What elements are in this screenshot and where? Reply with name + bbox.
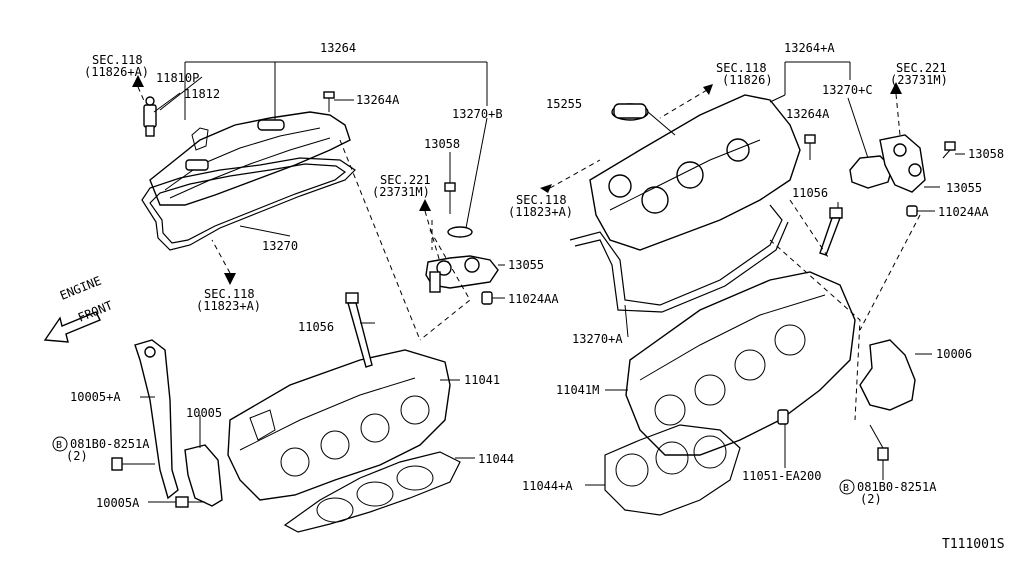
label-10005a-plus: 10005+A bbox=[70, 390, 121, 404]
leaders-right bbox=[585, 61, 965, 486]
label-11056-left: 11056 bbox=[298, 320, 334, 334]
label-11810p: 11810P bbox=[156, 71, 199, 85]
head-bolt-11056-right bbox=[819, 207, 843, 256]
label-10006: 10006 bbox=[936, 347, 972, 361]
label-sec118-d: SEC.118 bbox=[516, 193, 567, 207]
label-11044: 11044 bbox=[478, 452, 514, 466]
bolt-symbol-right bbox=[839, 479, 855, 495]
label-13264a-plus: 13264+A bbox=[784, 41, 835, 55]
label-11051: 11051-EA200 bbox=[742, 469, 821, 483]
svg-text:B: B bbox=[56, 440, 62, 451]
arrow-sec118-a bbox=[132, 75, 144, 87]
label-sec118-a-sub: (11826+A) bbox=[84, 65, 149, 79]
label-11041m: 11041M bbox=[556, 383, 599, 397]
arrow-sec221-l bbox=[419, 199, 431, 211]
label-sec118-d-sub: (11823+A) bbox=[508, 205, 573, 219]
engine-front-arrow bbox=[43, 311, 101, 343]
label-sec221-right: SEC.221 bbox=[896, 61, 947, 75]
label-sec118-b: SEC.118 bbox=[204, 287, 255, 301]
heat-shield-10006 bbox=[859, 339, 916, 411]
label-sec118-c: SEC.118 bbox=[716, 61, 767, 75]
label-bolt-left: 081B0-8251A bbox=[70, 437, 150, 451]
label-sec118-b-sub: (11823+A) bbox=[196, 299, 261, 313]
label-11041: 11041 bbox=[464, 373, 500, 387]
seal-11024aa-left bbox=[481, 291, 493, 305]
oil-cap-15255 bbox=[611, 103, 676, 136]
arrow-sec221-r bbox=[890, 82, 902, 94]
sensor-13055-right bbox=[879, 134, 926, 193]
oring-13270b bbox=[447, 226, 473, 238]
label-13270c: 13270+C bbox=[822, 83, 873, 97]
label-bolt-right: 081B0-8251A bbox=[857, 480, 937, 494]
cylinder-head-left bbox=[227, 349, 451, 501]
head-gasket-left bbox=[283, 451, 461, 533]
label-13270: 13270 bbox=[262, 239, 298, 253]
bolt-081b0-right bbox=[869, 424, 889, 461]
arrow-sec118-c bbox=[703, 84, 713, 95]
bolt-13058-left bbox=[444, 182, 456, 214]
rocker-cover-right bbox=[589, 94, 801, 251]
plug-11051 bbox=[777, 409, 789, 425]
label-13264a-left: 13264A bbox=[356, 93, 400, 107]
svg-text:B: B bbox=[843, 483, 849, 494]
arrow-sec118-d bbox=[540, 184, 552, 193]
label-sec118-a: SEC.118 bbox=[92, 53, 143, 67]
label-13058-left: 13058 bbox=[424, 137, 460, 151]
label-sec221-right-sub: (23731M) bbox=[890, 73, 948, 87]
cylinder-head-right bbox=[625, 271, 856, 456]
bolt-symbol-left bbox=[52, 436, 68, 452]
label-11056-right: 11056 bbox=[792, 186, 828, 200]
label-13055-left: 13055 bbox=[508, 258, 544, 272]
label-engine: ENGINE bbox=[58, 274, 103, 303]
label-10005: 10005 bbox=[186, 406, 222, 420]
bracket-10005 bbox=[184, 444, 223, 507]
leaders-left bbox=[140, 61, 505, 503]
label-10005a: 10005A bbox=[96, 496, 140, 510]
label-13055-right: 13055 bbox=[946, 181, 982, 195]
bolt-13264a-left bbox=[323, 91, 335, 112]
label-bolt-right-qty: (2) bbox=[860, 492, 882, 506]
head-bolt-11056-left bbox=[345, 292, 373, 368]
label-11812: 11812 bbox=[184, 87, 220, 101]
bracket-10005a-plus bbox=[134, 339, 179, 500]
figure-id: T111001S bbox=[942, 537, 1005, 552]
seal-11024aa-right bbox=[906, 205, 918, 217]
label-13264: 13264 bbox=[320, 41, 356, 55]
label-bolt-left-qty: (2) bbox=[66, 449, 88, 463]
rocker-gasket-right bbox=[569, 204, 783, 306]
label-13270b: 13270+B bbox=[452, 107, 503, 121]
arrow-sec118-b bbox=[224, 273, 236, 285]
label-13264a-right: 13264A bbox=[786, 107, 830, 121]
label-15255: 15255 bbox=[546, 97, 582, 111]
label-11024aa-left: 11024AA bbox=[508, 292, 559, 306]
head-gasket-right bbox=[604, 424, 741, 516]
bolt-13058-right bbox=[942, 141, 956, 159]
bolt-13264a-right bbox=[804, 134, 816, 160]
rocker-gasket-left bbox=[141, 157, 356, 251]
label-11024aa-right: 11024AA bbox=[938, 205, 989, 219]
label-13058-right: 13058 bbox=[968, 147, 1004, 161]
label-11044a: 11044+A bbox=[522, 479, 573, 493]
label-13270a: 13270+A bbox=[572, 332, 623, 346]
label-sec221-left-sub: (23731M) bbox=[372, 185, 430, 199]
label-sec221-left: SEC.221 bbox=[380, 173, 431, 187]
bolt-081b0-left bbox=[111, 457, 155, 471]
pcv-valve-left bbox=[143, 96, 157, 137]
label-sec118-c-sub: (11826) bbox=[722, 73, 773, 87]
sensor-13055-left bbox=[425, 255, 499, 293]
